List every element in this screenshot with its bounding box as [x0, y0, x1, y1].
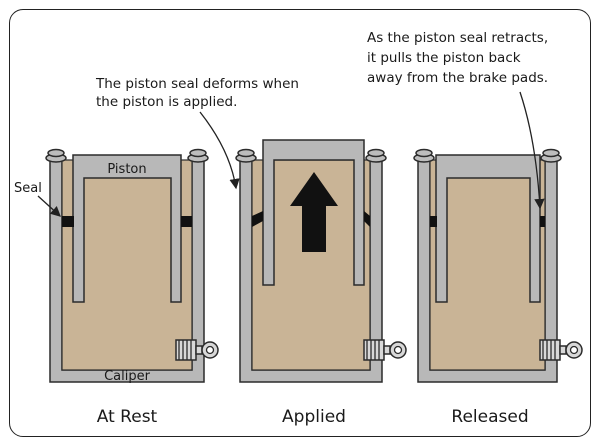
bolt-cap-icon — [365, 148, 387, 163]
panel-title-applied: Applied — [282, 407, 346, 427]
panel-title-at-rest: At Rest — [97, 407, 158, 427]
bleeder-screw-icon — [539, 339, 583, 361]
piston — [262, 139, 365, 286]
diagram-frame — [9, 9, 591, 437]
piston-seal-left — [430, 216, 437, 227]
retract-note-line-3: away from the brake pads. — [367, 70, 548, 86]
piston-seal-left — [252, 211, 263, 227]
hydraulic-fluid — [429, 159, 546, 371]
deform-leader-line — [199, 111, 240, 190]
panel-applied — [235, 139, 407, 383]
deform-note-line-1: The piston seal deforms when — [95, 76, 299, 92]
caliper-label: Caliper — [104, 369, 151, 384]
apply-arrow-icon — [290, 172, 338, 252]
piston-seal-right — [364, 211, 370, 227]
bleeder-screw-icon — [363, 339, 407, 361]
piston-seal-right — [181, 216, 192, 227]
seal-label: Seal — [14, 181, 42, 196]
bolt-cap-icon — [187, 148, 209, 163]
deform-note-line-2: the piston is applied. — [96, 94, 237, 110]
retract-note-line-2: it pulls the piston back — [367, 50, 521, 66]
piston-label: Piston — [107, 162, 146, 177]
panel-at-rest — [45, 148, 219, 383]
bolt-cap-icon — [413, 148, 435, 163]
bolt-cap-icon — [45, 148, 67, 163]
retract-leader-line — [519, 91, 545, 210]
piston-seal-left — [62, 216, 74, 227]
panel-title-released: Released — [451, 407, 528, 427]
piston — [72, 154, 182, 303]
seal-leader-line — [37, 195, 61, 217]
piston-seal-right — [540, 216, 545, 227]
bolt-cap-icon — [540, 148, 562, 163]
panel-released — [413, 148, 583, 383]
retract-note-line-1: As the piston seal retracts, — [367, 30, 548, 46]
bolt-cap-icon — [235, 148, 257, 163]
